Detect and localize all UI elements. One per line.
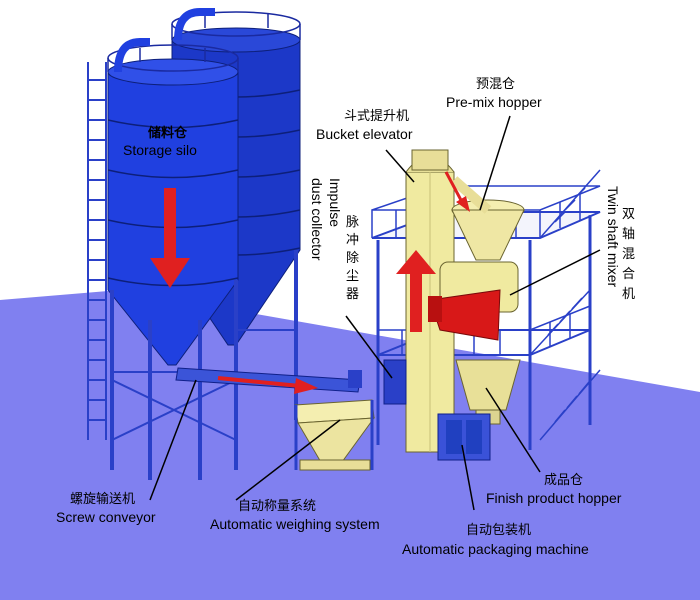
automatic-weighing-zh: 自动称量系统	[238, 499, 316, 514]
premix-hopper-zh: 预混仓	[476, 77, 515, 92]
weighing-system	[294, 399, 376, 471]
label-screw-conveyor: 螺旋输送机 Screw conveyor	[56, 491, 156, 525]
storage-silo-en: Storage silo	[123, 142, 197, 158]
silo-down-arrow	[150, 188, 190, 288]
leader-lines	[149, 115, 601, 511]
finish-product-hopper-en: Finish product hopper	[486, 490, 622, 506]
screw-conveyor	[175, 367, 362, 393]
premix-hopper-en: Pre-mix hopper	[446, 94, 542, 110]
dust-collector-zh-4: 尘	[346, 269, 359, 284]
dust-collector	[383, 359, 407, 405]
premix-hopper	[450, 176, 525, 261]
dust-collector-zh-3: 除	[346, 251, 359, 266]
elevator-up-arrow	[396, 250, 436, 332]
twin-shaft-mixer-en: Twin shaft mixer	[605, 186, 621, 287]
screw-conveyor-zh: 螺旋输送机	[70, 491, 135, 507]
label-bucket-elevator: 斗式提升机 Bucket elevator	[316, 108, 413, 142]
label-automatic-weighing: 自动称量系统 Automatic weighing system	[210, 499, 380, 532]
finish-product-hopper-zh: 成品仓	[544, 473, 583, 488]
label-finish-product-hopper: 成品仓 Finish product hopper	[486, 473, 622, 506]
label-dust-collector: Impulse dust collector 脉 冲 除 尘 器	[309, 178, 359, 302]
automatic-packaging-zh: 自动包装机	[466, 523, 531, 538]
flow-arrows	[150, 171, 470, 394]
twin-shaft-mixer-zh-4: 合	[622, 267, 635, 282]
label-automatic-packaging: 自动包装机 Automatic packaging machine	[402, 523, 589, 557]
storage-silo-zh: 储料仓	[147, 125, 188, 141]
twin-shaft-mixer-zh-2: 轴	[622, 227, 635, 242]
label-storage-silo: 储料仓 Storage silo	[123, 125, 197, 158]
label-premix-hopper: 预混仓 Pre-mix hopper	[446, 77, 542, 110]
twin-shaft-mixer	[428, 261, 519, 341]
dust-collector-zh-5: 器	[346, 287, 359, 302]
screw-conveyor-en: Screw conveyor	[56, 509, 156, 525]
dust-collector-en-2: dust collector	[309, 178, 325, 261]
twin-shaft-mixer-zh-1: 双	[622, 207, 635, 222]
automatic-packaging-en: Automatic packaging machine	[402, 541, 589, 557]
automatic-weighing-en: Automatic weighing system	[210, 516, 380, 532]
dust-collector-en-1: Impulse	[327, 178, 343, 227]
dust-collector-zh-1: 脉	[346, 215, 359, 230]
dust-collector-zh-2: 冲	[346, 233, 359, 248]
twin-shaft-mixer-zh-3: 混	[622, 247, 635, 262]
conveyor-arrow	[217, 376, 318, 394]
premix-arrow	[444, 171, 470, 212]
bucket-elevator-zh: 斗式提升机	[344, 108, 409, 124]
bucket-elevator-en: Bucket elevator	[316, 126, 413, 142]
twin-shaft-mixer-zh-5: 机	[622, 287, 635, 302]
label-twin-shaft-mixer: Twin shaft mixer 双 轴 混 合 机	[605, 186, 635, 302]
